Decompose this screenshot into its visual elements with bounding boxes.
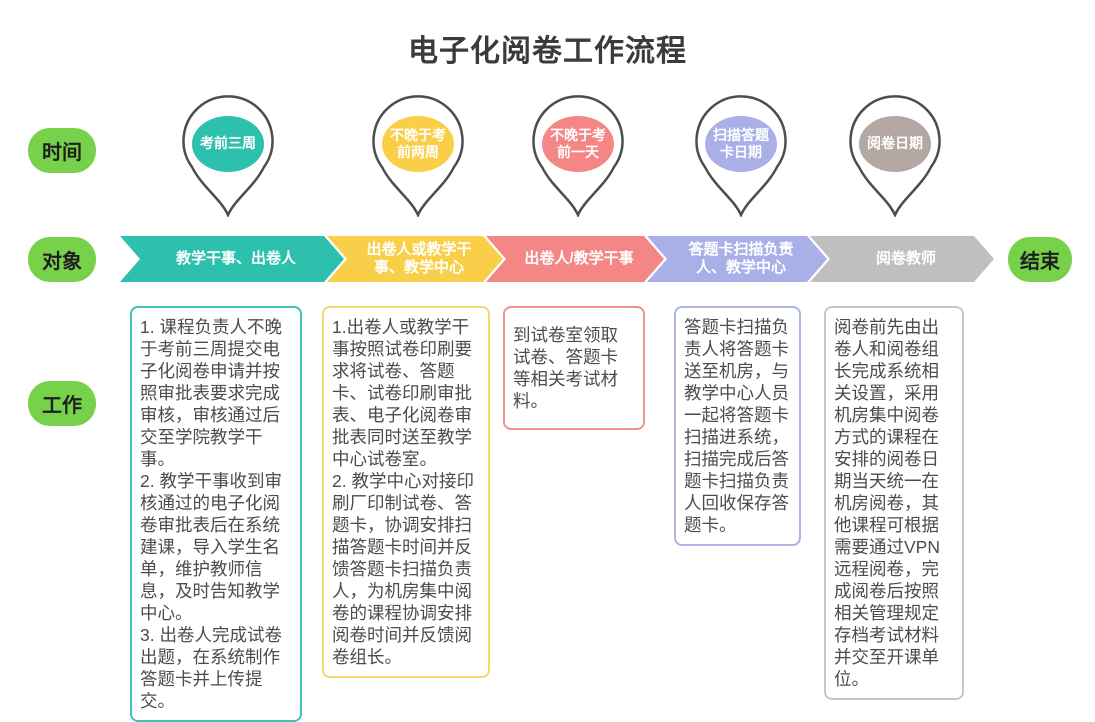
time-pin-stage-2: 不晚于考前两周 <box>368 95 468 217</box>
location-pin-icon <box>695 95 787 217</box>
pin-label: 阅卷日期 <box>867 135 923 152</box>
work-box-stage-4: 答题卡扫描负责人将答题卡送至机房，与教学中心人员一起将答题卡扫描进系统，扫描完成… <box>674 306 801 546</box>
actor-arrow-stage-3: 出卷人/教学干事 <box>486 236 664 282</box>
actor-arrow-stage-1: 教学干事、出卷人 <box>120 236 344 282</box>
location-pin-icon <box>372 95 464 217</box>
row-label-object: 对象 <box>28 237 96 282</box>
pin-label: 不晚于考前一天 <box>550 126 606 161</box>
page-title: 电子化阅卷工作流程 <box>408 35 687 68</box>
work-box-stage-3: 到试卷室领取试卷、答题卡等相关考试材料。 <box>503 306 645 430</box>
work-box-stage-5: 阅卷前先由出卷人和阅卷组长完成系统相关设置，采用机房集中阅卷方式的课程在安排的阅… <box>824 306 964 700</box>
pin-label: 扫描答题卡日期 <box>713 126 769 161</box>
actor-arrow-stage-2: 出卷人或教学干事、教学中心 <box>327 236 503 282</box>
row-label-time: 时间 <box>28 128 96 173</box>
work-box-stage-2: 1.出卷人或教学干事按照试卷印刷要求将试卷、答题卡、试卷印刷审批表、电子化阅卷审… <box>322 306 490 678</box>
actor-arrow-stage-5: 阅卷教师 <box>810 236 994 282</box>
time-pin-stage-5: 阅卷日期 <box>845 95 945 217</box>
location-pin-icon <box>182 95 274 217</box>
work-box-stage-1: 1. 课程负责人不晚于考前三周提交电子化阅卷申请并按照审批表要求完成审核，审核通… <box>130 306 302 722</box>
actor-arrow-band: 教学干事、出卷人 出卷人或教学干事、教学中心 出卷人/教学干事 答题卡扫描负责人… <box>120 236 994 282</box>
pin-label: 不晚于考前两周 <box>390 126 446 161</box>
location-pin-icon <box>532 95 624 217</box>
time-pin-stage-1: 考前三周 <box>178 95 278 217</box>
time-pin-stage-4: 扫描答题卡日期 <box>691 95 791 217</box>
time-pin-stage-3: 不晚于考前一天 <box>528 95 628 217</box>
pin-label: 考前三周 <box>200 135 256 152</box>
actor-arrow-stage-4: 答题卡扫描负责人、教学中心 <box>647 236 827 282</box>
end-badge: 结束 <box>1008 237 1072 282</box>
location-pin-icon <box>849 95 941 217</box>
row-label-work: 工作 <box>28 381 96 426</box>
